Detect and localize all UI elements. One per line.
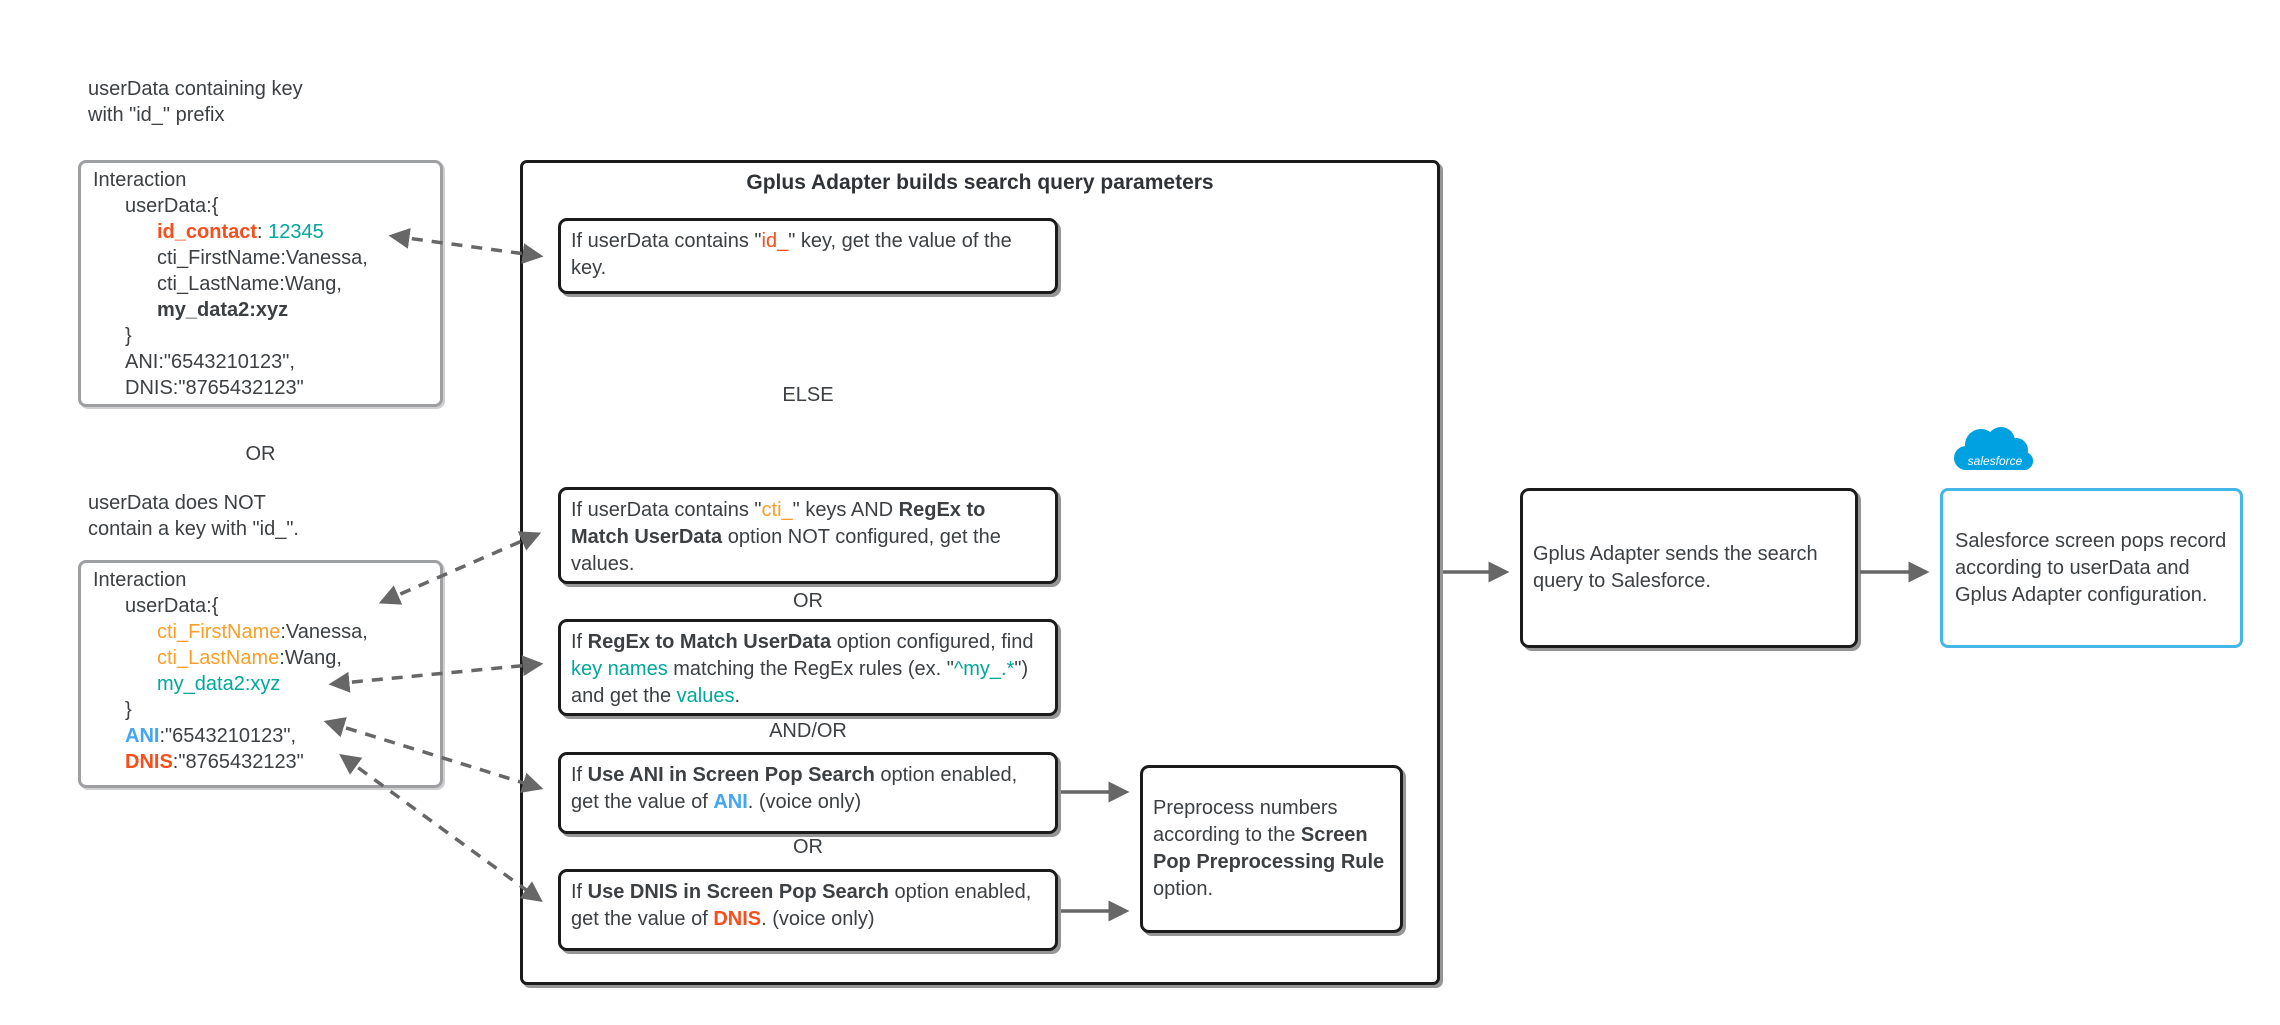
text-segment: cti_LastName:Wang, [157, 273, 342, 295]
text-segment: RegEx to Match UserData [571, 499, 986, 548]
step-use-dnis: If Use DNIS in Screen Pop Search option … [558, 869, 1058, 951]
text-segment: :Vanessa, [280, 621, 368, 643]
text-segment: Gplus Adapter sends the search query to … [1533, 543, 1818, 592]
text-segment: cti_FirstName [157, 621, 281, 643]
code-line: } [93, 323, 434, 349]
step-regex-match: If RegEx to Match UserData option config… [558, 619, 1058, 716]
text-segment: matching the RegEx rules (ex. " [667, 658, 954, 680]
code-line: my_data2:xyz [93, 671, 434, 697]
step-send-query-text: Gplus Adapter sends the search query to … [1533, 541, 1845, 595]
code-line: cti_FirstName:Vanessa, [93, 245, 434, 271]
text-segment: ANI [713, 791, 748, 813]
code-line: ANI:"6543210123", [93, 349, 434, 375]
text-segment: If userData contains " [571, 499, 762, 521]
salesforce-cloud-icon: salesforce [1954, 427, 2033, 470]
and-or-connector: AND/OR [769, 720, 847, 742]
text-segment: } [125, 325, 132, 347]
step-id-key: If userData contains "id_" key, get the … [558, 218, 1058, 294]
step-use-ani: If Use ANI in Screen Pop Search option e… [558, 752, 1058, 834]
text-segment: DNIS [713, 908, 762, 930]
text-segment: id_ [761, 230, 789, 252]
code-line: cti_FirstName:Vanessa, [93, 619, 434, 645]
text-segment: ANI [125, 725, 160, 747]
code-line: DNIS:"8765432123" [93, 375, 434, 401]
code-line: Interaction [93, 567, 434, 593]
text-segment: : [257, 221, 269, 243]
text-segment: id_contact [157, 221, 258, 243]
text-segment: option configured, find [831, 631, 1034, 653]
step-preprocess-text: Preprocess numbers according to the Scre… [1153, 795, 1390, 903]
text-segment: option enabled, get the value of [571, 881, 1032, 930]
code-line: id_contact: 12345 [93, 219, 434, 245]
text-segment: If userData contains " [571, 230, 762, 252]
text-segment: :Wang, [279, 647, 342, 669]
text-segment: Preprocess numbers according to the [1153, 797, 1338, 846]
text-segment: option enabled, get the value of [571, 764, 1018, 813]
text-segment: . [734, 685, 741, 707]
container-title: Gplus Adapter builds search query parame… [746, 171, 1214, 194]
code-line: ANI:"6543210123", [93, 723, 434, 749]
text-segment: DNIS:"8765432123" [125, 377, 304, 399]
or-connector-2: OR [793, 836, 823, 858]
text-segment: Use ANI in Screen Pop Search [587, 764, 875, 786]
text-segment: If [571, 631, 588, 653]
code-line: cti_LastName:Wang, [93, 645, 434, 671]
text-segment: If [571, 764, 588, 786]
text-segment: Interaction [93, 569, 187, 591]
text-segment: " key, get the value of the key. [571, 230, 1012, 279]
code-line: cti_LastName:Wang, [93, 271, 434, 297]
label-userdata-with-id-prefix: userData containing key with "id_" prefi… [88, 78, 303, 126]
text-segment: If [571, 881, 588, 903]
text-segment: cti_FirstName:Vanessa, [157, 247, 368, 269]
text-segment: . (voice only) [747, 791, 862, 813]
text-segment: my_data2:xyz [157, 299, 289, 321]
step-preprocess-numbers: Preprocess numbers according to the Scre… [1140, 765, 1403, 933]
code-line: userData:{ [93, 193, 434, 219]
step-cti-keys: If userData contains "cti_" keys AND Reg… [558, 487, 1058, 584]
code-line: } [93, 697, 434, 723]
text-segment: 12345 [268, 221, 324, 243]
text-segment: ANI:"6543210123", [125, 351, 295, 373]
text-segment: Salesforce screen pops record according … [1955, 529, 2227, 606]
text-segment: DNIS [125, 751, 173, 773]
text-segment: ") and get the [571, 658, 1029, 707]
or-connector-left: OR [245, 443, 276, 465]
text-segment: Use DNIS in Screen Pop Search [587, 881, 889, 903]
code-line: Interaction [93, 167, 434, 193]
or-connector-1: OR [793, 590, 823, 612]
text-segment: Screen Pop Preprocessing Rule [1153, 824, 1385, 873]
else-connector: ELSE [782, 384, 834, 406]
text-segment: :"8765432123" [172, 751, 304, 773]
text-segment: values [676, 685, 735, 707]
text-segment: my_data2:xyz [157, 673, 281, 695]
text-segment: Interaction [93, 169, 187, 191]
text-segment: } [125, 699, 132, 721]
code-line: DNIS:"8765432123" [93, 749, 434, 775]
code-line: my_data2:xyz [93, 297, 434, 323]
step-send-query: Gplus Adapter sends the search query to … [1520, 488, 1858, 648]
text-segment: cti_ [761, 499, 793, 521]
text-segment: " keys AND [792, 499, 899, 521]
text-segment: RegEx to Match UserData [587, 631, 832, 653]
text-segment: userData:{ [125, 195, 219, 217]
code-line: userData:{ [93, 593, 434, 619]
salesforce-screen-pop-text: Salesforce screen pops record according … [1955, 528, 2228, 609]
text-segment: option. [1153, 878, 1214, 900]
text-segment: :"6543210123", [159, 725, 296, 747]
text-segment: ^my_.* [953, 658, 1015, 680]
salesforce-screen-pop-box: Salesforce screen pops record according … [1940, 488, 2243, 648]
text-segment: key names [571, 658, 668, 680]
label-userdata-without-id: userData does NOT contain a key with "id… [88, 492, 299, 540]
text-segment: . (voice only) [761, 908, 875, 930]
salesforce-wordmark: salesforce [1968, 454, 2023, 468]
text-segment: cti_LastName [157, 647, 280, 669]
text-segment: userData:{ [125, 595, 219, 617]
text-segment: option NOT configured, get the values. [571, 526, 1001, 575]
